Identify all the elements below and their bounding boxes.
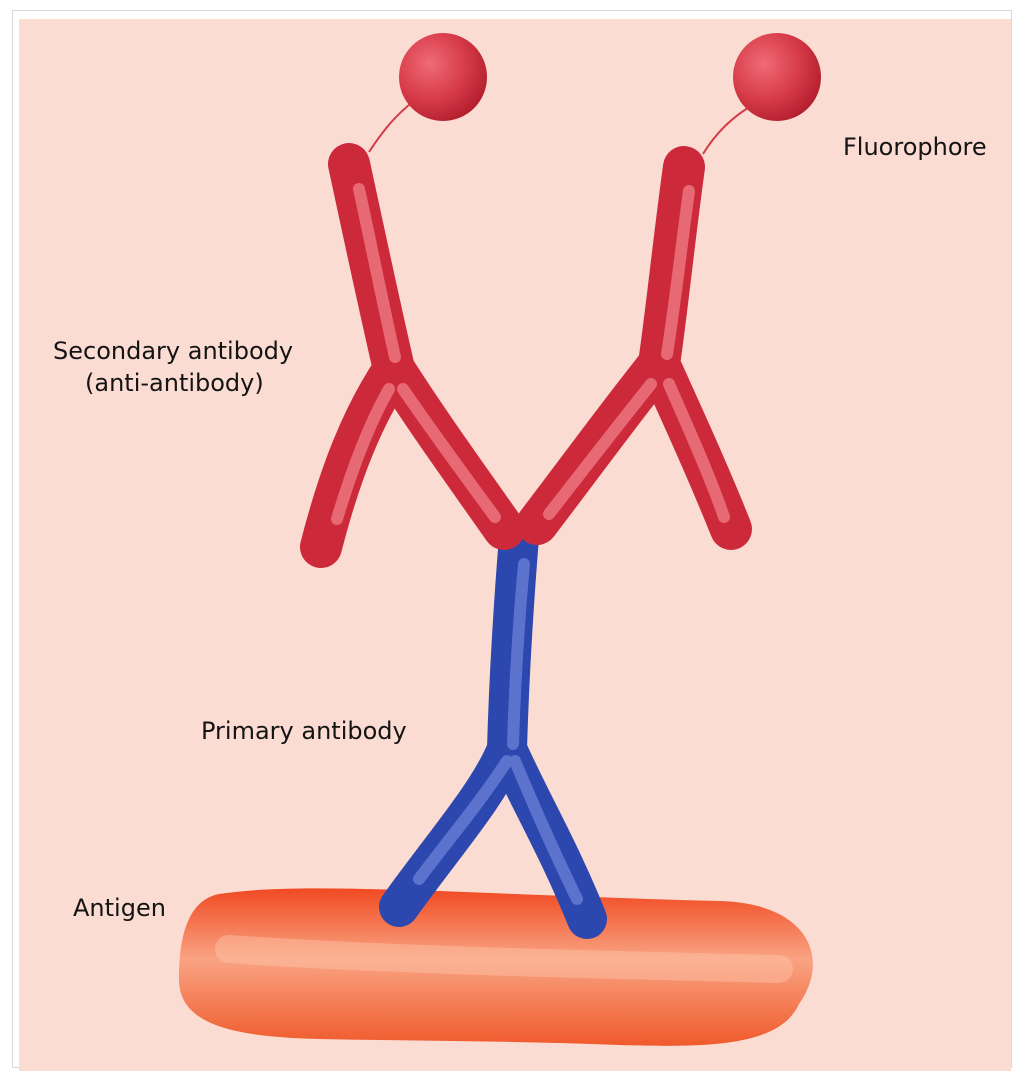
fluorophore-left bbox=[399, 33, 487, 121]
label-secondary-line1: Secondary antibody bbox=[53, 335, 293, 367]
label-fluorophore: Fluorophore bbox=[843, 131, 987, 163]
antigen bbox=[179, 888, 813, 1045]
label-secondary-line2: (anti-antibody) bbox=[53, 367, 293, 399]
label-secondary-antibody: Secondary antibody (anti-antibody) bbox=[53, 335, 293, 399]
fluorophore-right bbox=[733, 33, 821, 121]
label-primary-antibody: Primary antibody bbox=[201, 715, 407, 747]
label-antigen: Antigen bbox=[73, 892, 166, 924]
diagram-canvas: Fluorophore Secondary antibody (anti-ant… bbox=[19, 19, 1011, 1071]
immunofluorescence-diagram bbox=[19, 19, 1011, 1071]
